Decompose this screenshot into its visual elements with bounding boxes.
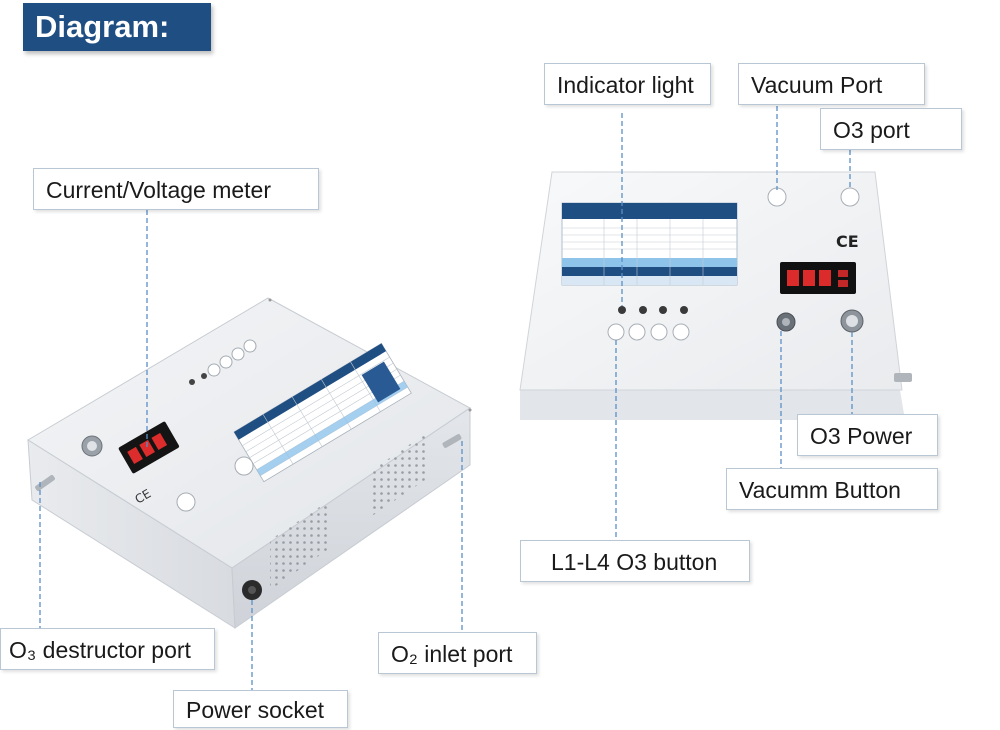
left-device: CE — [27, 297, 472, 629]
o2-inlet-port-icon — [442, 434, 462, 448]
ce-mark-icon: CE — [836, 232, 859, 251]
right-device: CE — [519, 171, 912, 420]
l-button-icon — [672, 323, 690, 341]
indicator-light-icon — [680, 306, 688, 314]
indicator-light-icon — [639, 306, 647, 314]
label-l1-l4-o3-button: L1-L4 O3 button — [520, 540, 750, 582]
speaker-grill-icon — [270, 500, 330, 590]
right-concentration-table — [561, 202, 738, 286]
side-port-icon — [894, 373, 912, 382]
o3-port-icon — [840, 187, 860, 207]
vc-meter — [780, 262, 856, 294]
label-current-voltage-meter: Current/Voltage meter — [33, 168, 319, 210]
indicator-lights — [618, 306, 688, 314]
left-l-buttons — [189, 339, 257, 385]
indicator-light-icon — [618, 306, 626, 314]
diagram-title: Diagram: — [23, 3, 211, 51]
speaker-grill-icon — [372, 432, 428, 516]
label-o3-destructor-port: O₃ destructor port — [0, 628, 215, 670]
left-knob-icon — [234, 456, 254, 476]
left-knob-icon — [176, 492, 196, 512]
label-indicator-light: Indicator light — [544, 63, 711, 105]
l-button-icon — [650, 323, 668, 341]
l-button-icon — [607, 323, 625, 341]
l-button-icon — [628, 323, 646, 341]
leader-lines — [39, 106, 853, 690]
label-vacuum-button: Vacumm Button — [726, 468, 938, 510]
l1-l4-buttons — [607, 323, 690, 341]
left-voltage-meter — [118, 421, 180, 474]
label-power-socket: Power socket — [173, 690, 348, 728]
label-vacuum-port: Vacuum Port — [738, 63, 925, 105]
label-o2-inlet-port: O₂ inlet port — [378, 632, 537, 674]
label-o3-port: O3 port — [820, 108, 962, 150]
label-o3-power: O3 Power — [797, 414, 938, 456]
indicator-light-icon — [659, 306, 667, 314]
svg-text:CE: CE — [133, 486, 154, 506]
vacuum-port-icon — [767, 187, 787, 207]
